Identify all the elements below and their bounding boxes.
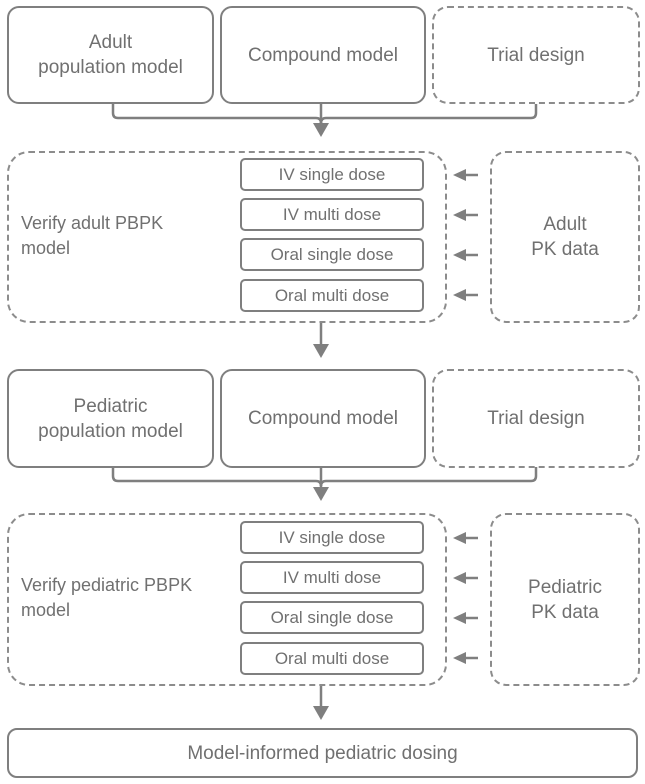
adult-iv-multi-dose: IV multi dose xyxy=(240,198,424,231)
adult-pk-data-label: Adult PK data xyxy=(531,214,599,260)
dose-label: Oral multi dose xyxy=(274,649,390,668)
arrowhead xyxy=(453,572,466,584)
dose-label: Oral single dose xyxy=(270,245,394,264)
dose-label: IV multi dose xyxy=(282,568,382,587)
arrowhead xyxy=(453,249,466,261)
pediatric-population-model-box: Pediatric population model xyxy=(7,369,214,468)
model-informed-dosing-label: Model-informed pediatric dosing xyxy=(187,742,458,764)
model-informed-dosing-box: Model-informed pediatric dosing xyxy=(7,728,638,778)
arrowhead xyxy=(453,612,466,624)
dose-label: Oral multi dose xyxy=(274,286,390,305)
arrowhead xyxy=(313,344,329,358)
adult-oral-multi-dose: Oral multi dose xyxy=(240,279,424,312)
verify-pediatric-label: Verify pediatric PBPK model xyxy=(21,575,193,620)
merge-line-1 xyxy=(111,103,323,124)
pediatric-population-model-label: Pediatric population model xyxy=(38,395,183,442)
pediatric-oral-multi-dose: Oral multi dose xyxy=(240,642,424,675)
adult-iv-single-dose: IV single dose xyxy=(240,158,424,191)
pediatric-oral-single-dose: Oral single dose xyxy=(240,601,424,634)
trial-design-box-1: Trial design xyxy=(432,6,640,104)
merge-line-1b xyxy=(319,104,538,124)
arrowhead xyxy=(453,289,466,301)
dose-label: IV multi dose xyxy=(282,205,382,224)
pediatric-iv-multi-dose: IV multi dose xyxy=(240,561,424,594)
dose-label: IV single dose xyxy=(278,528,386,547)
arrowhead xyxy=(453,652,466,664)
pediatric-pk-data-label: Pediatric PK data xyxy=(528,576,602,623)
compound-model-label-2: Compound model xyxy=(248,408,398,429)
arrowhead xyxy=(453,532,466,544)
compound-model-label-1: Compound model xyxy=(248,44,398,66)
compound-model-box-1: Compound model xyxy=(220,6,426,104)
dose-label: Oral single dose xyxy=(270,608,394,627)
pediatric-iv-single-dose: IV single dose xyxy=(240,521,424,554)
adult-oral-single-dose: Oral single dose xyxy=(240,238,424,271)
arrowhead xyxy=(313,706,329,720)
adult-population-model-box: Adult population model xyxy=(7,6,214,104)
trial-design-label-2: Trial design xyxy=(487,408,585,429)
trial-design-box-2: Trial design xyxy=(432,369,640,468)
verify-pediatric-group xyxy=(7,513,447,686)
merge-line-2 xyxy=(111,467,323,487)
adult-population-model-label: Adult population model xyxy=(38,32,183,78)
trial-design-label-1: Trial design xyxy=(487,44,585,66)
verify-adult-label: Verify adult PBPK model xyxy=(21,213,164,258)
dose-label: IV single dose xyxy=(278,165,386,184)
arrowhead xyxy=(453,169,466,181)
compound-model-box-2: Compound model xyxy=(220,369,426,468)
arrowhead xyxy=(313,487,329,501)
pediatric-pk-data-box: Pediatric PK data xyxy=(490,513,640,686)
verify-adult-group xyxy=(7,151,447,323)
arrowhead xyxy=(453,209,466,221)
merge-line-2b xyxy=(319,467,538,487)
adult-pk-data-box: Adult PK data xyxy=(490,151,640,323)
arrowhead xyxy=(313,123,329,137)
